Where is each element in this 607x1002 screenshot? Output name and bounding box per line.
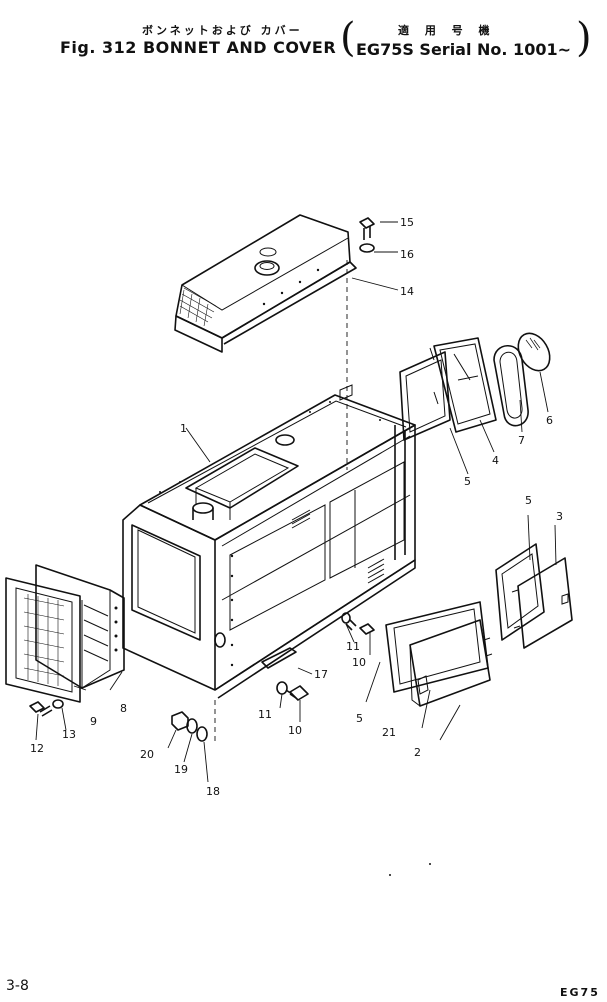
window-glass-6 xyxy=(517,332,551,372)
callout-17: 17 xyxy=(314,668,328,681)
page-number: 3-8 xyxy=(6,978,29,994)
callout-5-lower: 5 xyxy=(356,712,363,725)
bolt-10-lower xyxy=(285,685,309,701)
japanese-title: ボンネットおよび カバー xyxy=(142,24,303,37)
callout-6: 6 xyxy=(546,414,553,427)
side-cover-2 xyxy=(409,619,493,707)
bracket-17 xyxy=(261,647,297,669)
callout-14: 14 xyxy=(400,285,414,298)
callout-2: 2 xyxy=(414,746,421,759)
rear-cover-4 xyxy=(399,351,451,441)
bolt-12 xyxy=(29,701,53,717)
main-frame xyxy=(122,384,416,699)
callout-19: 19 xyxy=(174,763,188,776)
callout-21: 21 xyxy=(382,726,396,739)
callout-10-lower: 10 xyxy=(288,724,302,737)
callout-5-right: 5 xyxy=(525,494,532,507)
model-code: EG75 xyxy=(560,986,600,999)
washer-13 xyxy=(52,699,64,709)
callout-20: 20 xyxy=(140,748,154,761)
rear-door-3 xyxy=(511,557,573,649)
rear-door-gasket-5 xyxy=(495,543,545,641)
japanese-applicable-model: 適 用 号 機 xyxy=(398,24,496,37)
washer-16 xyxy=(359,243,375,253)
washer-11-upper xyxy=(341,612,351,624)
callout-12: 12 xyxy=(30,742,44,755)
washer-11-lower xyxy=(276,681,288,695)
figure-title: Fig. 312 BONNET AND COVER xyxy=(60,38,337,57)
callout-15: 15 xyxy=(400,216,414,229)
callout-1: 1 xyxy=(180,422,187,435)
close-parenthesis: ) xyxy=(576,15,592,61)
callout-16: 16 xyxy=(400,248,414,261)
serial-range: EG75S Serial No. 1001~ xyxy=(356,40,571,59)
callout-4: 4 xyxy=(492,454,499,467)
callout-11-lower: 11 xyxy=(258,708,272,721)
callout-7: 7 xyxy=(518,434,525,447)
bolt-15 xyxy=(359,217,375,240)
side-cover-gasket-5 xyxy=(385,601,489,693)
front-grille-9 xyxy=(5,577,81,703)
callout-3: 3 xyxy=(556,510,563,523)
callout-18: 18 xyxy=(206,785,220,798)
washer-18 xyxy=(196,726,208,742)
callout-5-top: 5 xyxy=(464,475,471,488)
nut-20 xyxy=(171,711,189,731)
bonnet-top-cover xyxy=(174,214,357,353)
bolt-10-upper xyxy=(345,619,375,635)
window-gasket-7 xyxy=(493,345,529,427)
front-screen-8 xyxy=(35,564,125,689)
callout-8: 8 xyxy=(120,702,127,715)
callout-labels: 15 16 14 1 5 4 7 6 5 3 11 10 17 8 9 13 1… xyxy=(30,216,563,798)
callout-9: 9 xyxy=(90,715,97,728)
open-parenthesis: ( xyxy=(340,15,356,61)
callout-13: 13 xyxy=(62,728,76,741)
washer-19 xyxy=(186,718,198,734)
callout-10-upper: 10 xyxy=(352,656,366,669)
rear-inspection-cover-4 xyxy=(429,337,497,433)
callout-11-upper: 11 xyxy=(346,640,360,653)
leader-lines xyxy=(35,221,557,783)
